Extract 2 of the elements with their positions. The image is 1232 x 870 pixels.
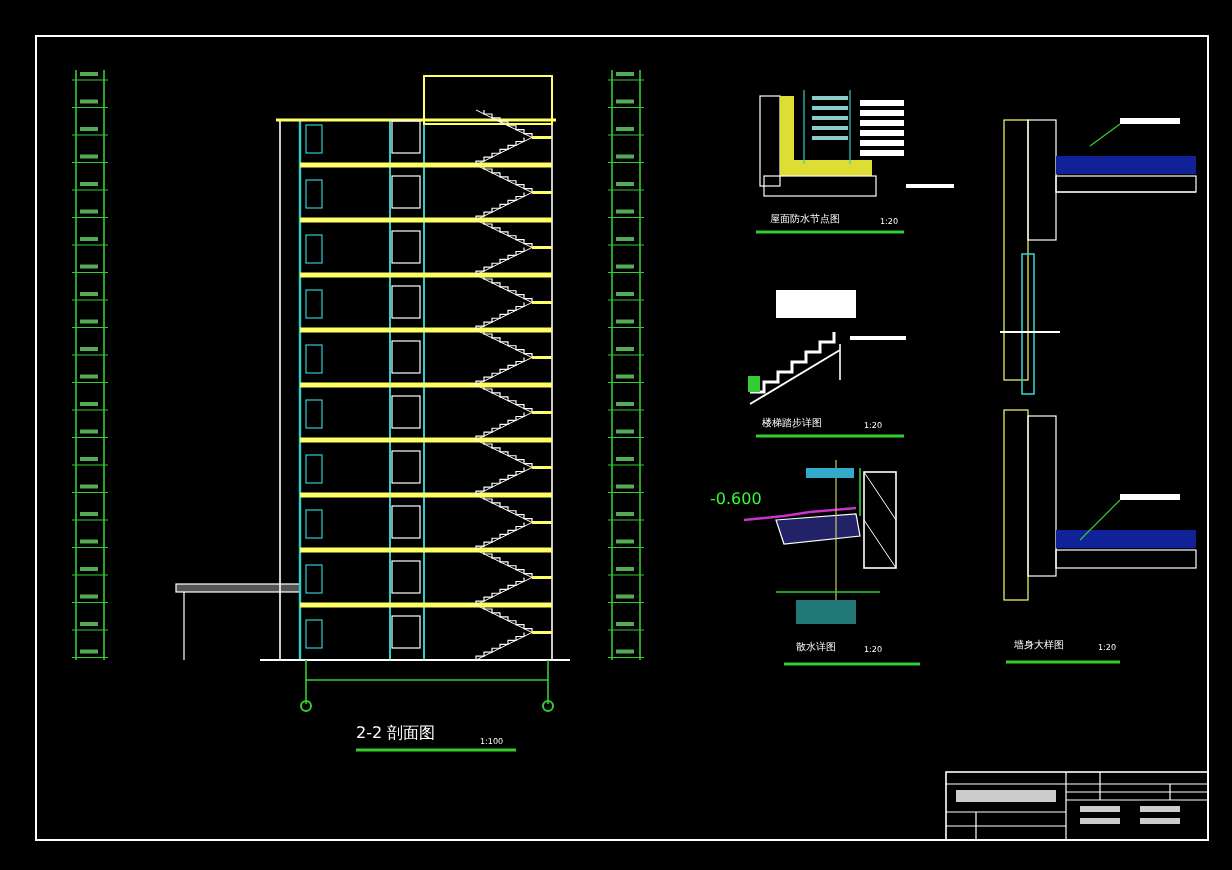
elevation-label: -0.600: [710, 492, 762, 508]
view-title: 2-2 剖面图: [356, 726, 436, 742]
